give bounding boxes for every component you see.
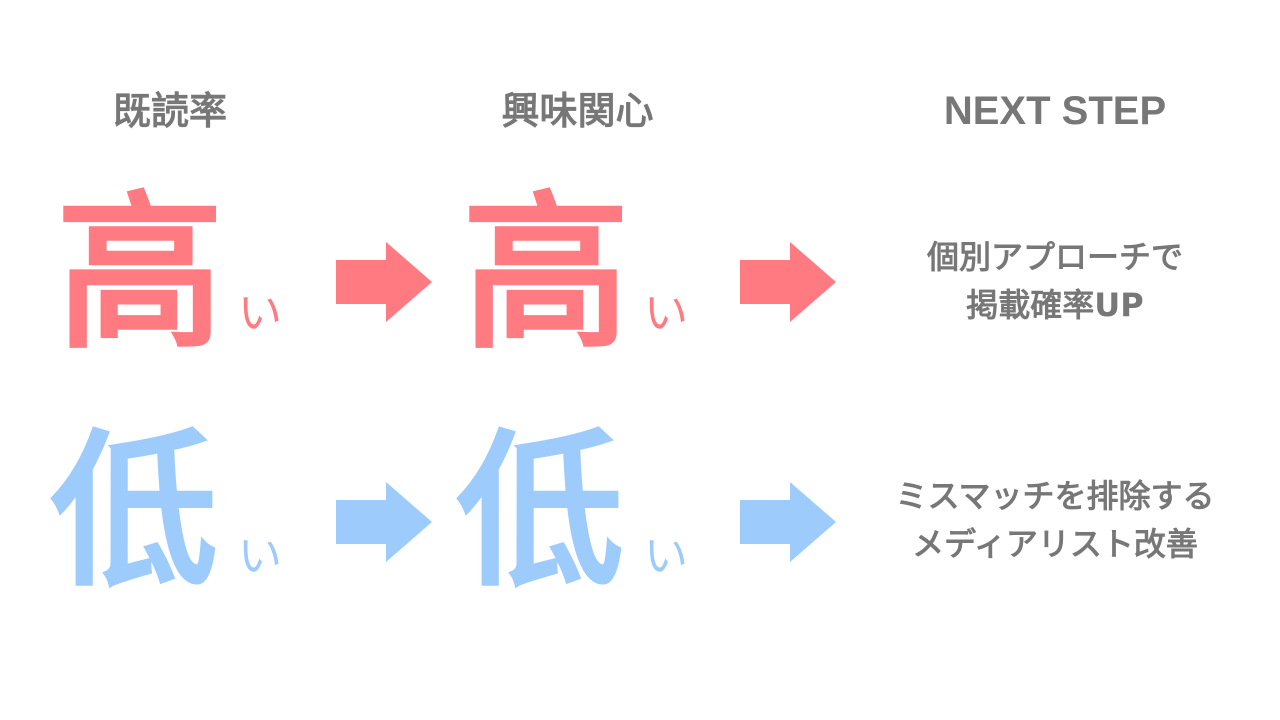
high-interest-kanji: 高 [462,176,630,372]
header-next-step: NEXT STEP [943,89,1167,133]
next-step-high-line2: 掲載確率UP [966,286,1144,324]
next-step-high: 個別アプローチで 掲載確率UP [860,233,1250,329]
right-arrow-icon [336,482,432,562]
header-read-rate: 既読率 [112,89,227,133]
right-arrow-icon [336,242,432,322]
next-step-high-line1: 個別アプローチで [926,238,1183,276]
high-read-rate-kanji: 高 [56,176,224,372]
high-interest-suffix: い [644,288,688,339]
low-interest-suffix: い [644,531,688,582]
high-read-rate-suffix: い [238,288,282,339]
next-step-low: ミスマッチを排除する メディアリスト改善 [860,472,1250,568]
low-read-rate-kanji: 低 [50,414,218,610]
next-step-low-line1: ミスマッチを排除する [895,477,1215,515]
right-arrow-icon [740,482,836,562]
right-arrow-icon [740,242,836,322]
header-interest: 興味関心 [501,89,654,133]
next-step-low-line2: メディアリスト改善 [912,525,1198,563]
low-interest-kanji: 低 [456,414,624,610]
low-read-rate-suffix: い [238,531,282,582]
